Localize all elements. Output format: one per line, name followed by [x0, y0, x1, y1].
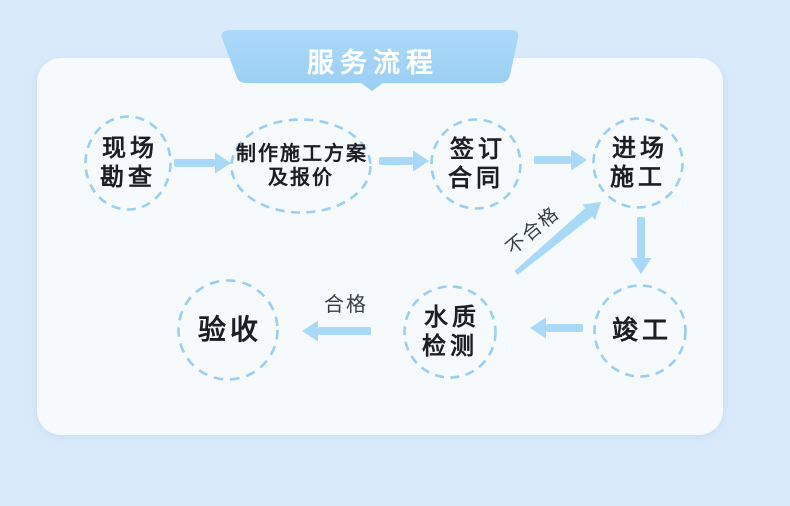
page-title: 服务流程	[307, 48, 439, 78]
banner-ribbon-shape	[221, 30, 519, 91]
edge-label-pass: 合格	[324, 294, 368, 316]
node-site-survey: 现场 勘查	[84, 115, 172, 211]
node-label: 进场 施工	[610, 134, 668, 191]
dashed-ellipse-border	[230, 118, 372, 214]
node-sign-contract: 签订 合同	[430, 118, 522, 210]
dashed-circle-border	[84, 115, 172, 211]
dashed-circle-border	[177, 279, 279, 381]
node-water-quality-test: 水质 检测	[403, 285, 497, 379]
node-label: 竣工	[611, 315, 672, 346]
node-label: 水质 检测	[422, 303, 480, 360]
node-acceptance: 验收	[177, 279, 279, 381]
node-enter-construction: 进场 施工	[592, 117, 684, 209]
dashed-circle-border	[430, 118, 522, 210]
dashed-circle-border	[403, 285, 497, 379]
node-completion: 竣工	[593, 284, 687, 378]
dashed-circle-border	[592, 117, 684, 209]
content-card	[37, 58, 723, 435]
node-label: 现场 勘查	[100, 134, 158, 191]
dashed-circle-border	[593, 284, 687, 378]
node-label: 签订 合同	[448, 135, 506, 192]
node-label: 制作施工方案 及报价	[236, 142, 368, 189]
header-banner: 服务流程	[220, 28, 520, 94]
node-plan-and-quote: 制作施工方案 及报价	[230, 118, 372, 214]
node-label: 验收	[197, 313, 262, 345]
